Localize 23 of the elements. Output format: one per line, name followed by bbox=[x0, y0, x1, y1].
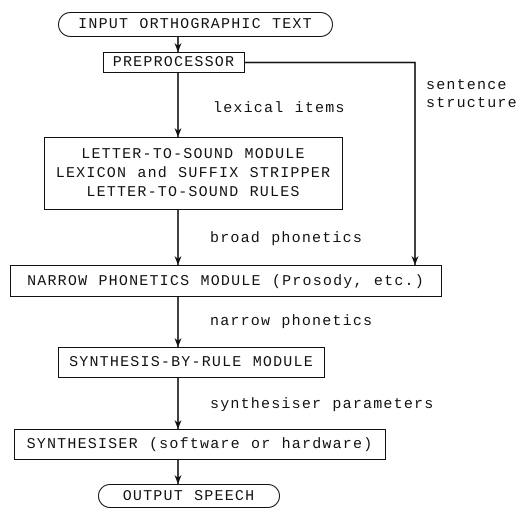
process-box bbox=[14, 429, 386, 460]
arrow bbox=[174, 460, 182, 484]
node-text: SYNTHESIS-BY-RULE MODULE bbox=[69, 353, 314, 372]
node-text: INPUT ORTHOGRAPHIC TEXT bbox=[78, 15, 313, 34]
node-text: LETTER-TO-SOUND MODULE bbox=[81, 145, 306, 164]
node-text: LEXICON and SUFFIX STRIPPER bbox=[56, 164, 332, 183]
arrow bbox=[174, 210, 182, 265]
node-text: OUTPUT SPEECH bbox=[122, 486, 256, 506]
process-box bbox=[103, 52, 245, 73]
process-box bbox=[44, 137, 343, 210]
node-text: NARROW PHONETICS MODULE (Prosody, etc.) bbox=[27, 272, 425, 290]
arrow bbox=[174, 37, 182, 52]
process-box bbox=[10, 265, 442, 297]
process-box bbox=[58, 347, 325, 378]
terminal-box bbox=[58, 12, 333, 37]
node-text: SYNTHESISER (software or hardware) bbox=[26, 435, 374, 454]
node-text: LETTER-TO-SOUND RULES bbox=[86, 183, 301, 202]
arrow bbox=[174, 73, 182, 137]
node-text: PREPROCESSOR bbox=[112, 53, 236, 72]
arrow bbox=[245, 62, 419, 265]
arrow bbox=[174, 378, 182, 429]
arrow bbox=[174, 297, 182, 347]
terminal-box bbox=[98, 484, 280, 508]
